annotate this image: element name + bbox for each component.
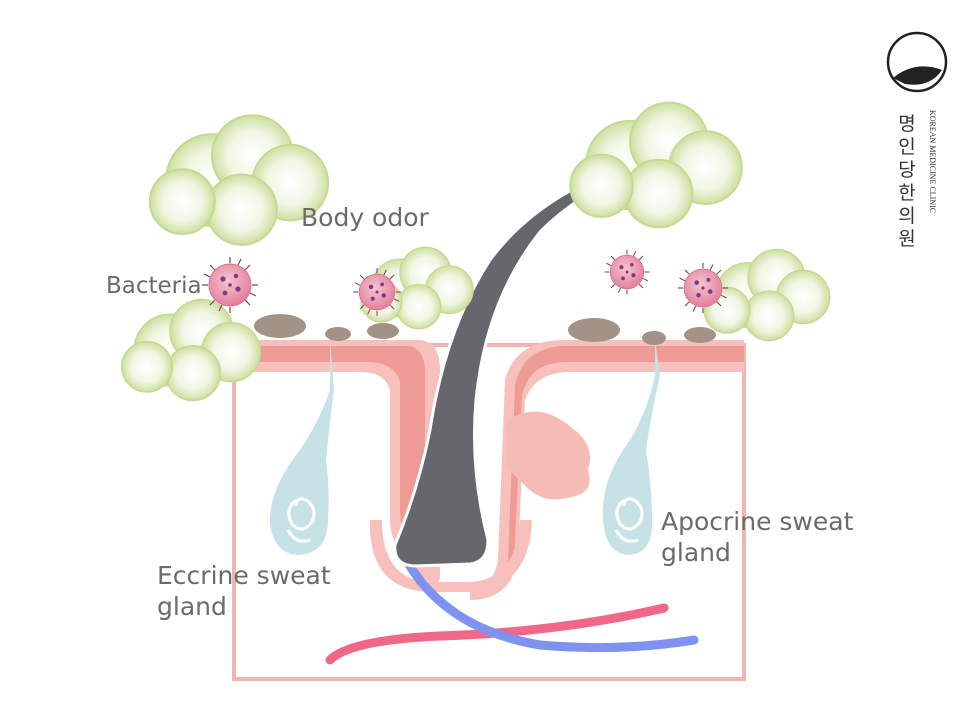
clinic-logo: KOREAN MEDICINE CLINIC 명 인 당 한 의 원 — [886, 31, 948, 250]
logo-emblem-leaf — [893, 66, 942, 85]
svg-text:명: 명 — [898, 113, 915, 135]
sebaceous-gland — [505, 411, 590, 500]
svg-text:인: 인 — [898, 136, 915, 158]
label-apocrine-line2: gland — [661, 538, 731, 567]
bacterium — [352, 267, 402, 317]
label-eccrine-line1: Eccrine sweat — [157, 561, 331, 590]
sebum-drop — [568, 318, 620, 342]
svg-text:원: 원 — [898, 228, 915, 250]
sebum-drop — [642, 331, 666, 345]
hair-shaft — [393, 140, 731, 568]
svg-text:당: 당 — [898, 159, 915, 181]
surface-secretions — [254, 314, 716, 345]
logo-korean-text: 명 인 당 한 의 원 — [898, 113, 915, 250]
svg-text:한: 한 — [898, 182, 915, 204]
label-body-odor: Body odor — [301, 203, 430, 232]
odor-cloud — [569, 101, 743, 229]
label-eccrine-line2: gland — [157, 592, 227, 621]
apocrine-gland — [602, 340, 660, 555]
bacterium — [604, 249, 650, 295]
eccrine-gland — [269, 340, 334, 555]
bacterium — [201, 256, 259, 314]
label-apocrine-line1: Apocrine sweat — [661, 507, 854, 536]
sebum-drop — [367, 323, 399, 339]
label-bacteria: Bacteria — [106, 273, 202, 299]
dermis-band-left — [234, 346, 425, 560]
odor-cloud — [703, 248, 831, 342]
artery — [325, 603, 669, 665]
vein — [405, 561, 699, 653]
sebum-drop — [254, 314, 306, 338]
sebum-drop — [684, 327, 716, 343]
logo-english-text: KOREAN MEDICINE CLINIC — [928, 110, 937, 213]
sebum-drop — [325, 327, 351, 341]
svg-text:의: 의 — [898, 205, 915, 227]
logo-emblem — [886, 31, 948, 93]
bacterium — [677, 262, 729, 314]
